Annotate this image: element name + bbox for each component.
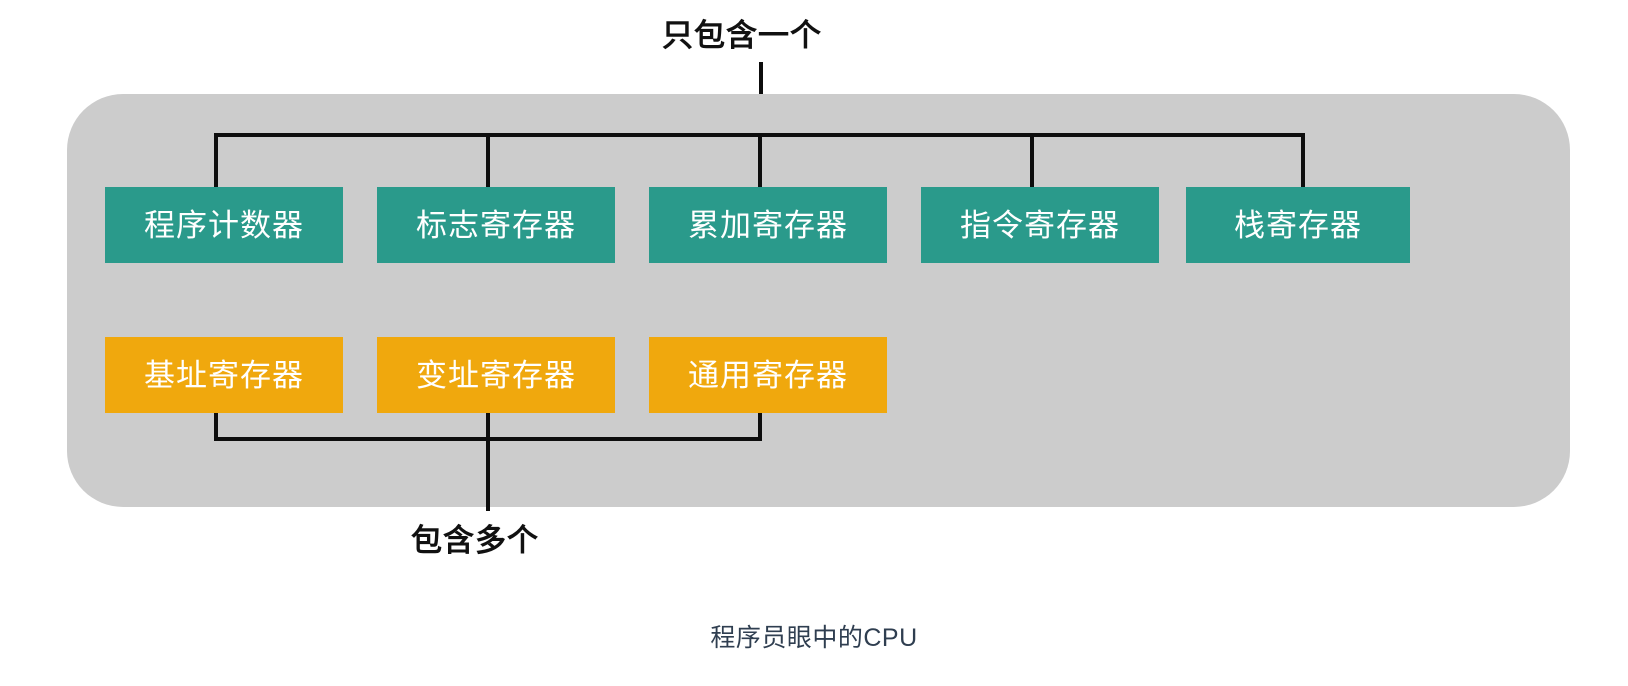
connector-drop-stack-register [1301,133,1305,187]
register-box-index-register[interactable]: 变址寄存器 [377,337,615,413]
register-box-accumulator-register[interactable]: 累加寄存器 [649,187,887,263]
register-label: 通用寄存器 [688,357,848,393]
register-label: 累加寄存器 [688,207,848,243]
connector-riser-index-register [486,413,490,441]
connector-drop-accumulator-register [758,133,762,187]
register-label: 程序计数器 [144,207,304,243]
connector-drop-instruction-register [1030,133,1034,187]
register-box-base-register[interactable]: 基址寄存器 [105,337,343,413]
connector-riser-base-register [214,413,218,441]
annotation-top-label: 只包含一个 [662,18,822,53]
register-label: 基址寄存器 [144,357,304,393]
diagram-caption: 程序员眼中的CPU [710,624,918,652]
register-label: 栈寄存器 [1234,207,1362,243]
register-box-stack-register[interactable]: 栈寄存器 [1186,187,1410,263]
register-label: 标志寄存器 [416,207,576,243]
register-box-instruction-register[interactable]: 指令寄存器 [921,187,1159,263]
connector-drop-program-counter [214,133,218,187]
register-box-flag-register[interactable]: 标志寄存器 [377,187,615,263]
register-label: 变址寄存器 [416,357,576,393]
annotation-bottom-label: 包含多个 [411,523,539,558]
register-box-program-counter[interactable]: 程序计数器 [105,187,343,263]
register-box-general-purpose-register[interactable]: 通用寄存器 [649,337,887,413]
cpu-container [67,94,1570,507]
connector-drop-flag-register [486,133,490,187]
connector-bottom-stem [486,437,490,511]
register-label: 指令寄存器 [960,207,1120,243]
connector-riser-general-purpose-register [758,413,762,441]
